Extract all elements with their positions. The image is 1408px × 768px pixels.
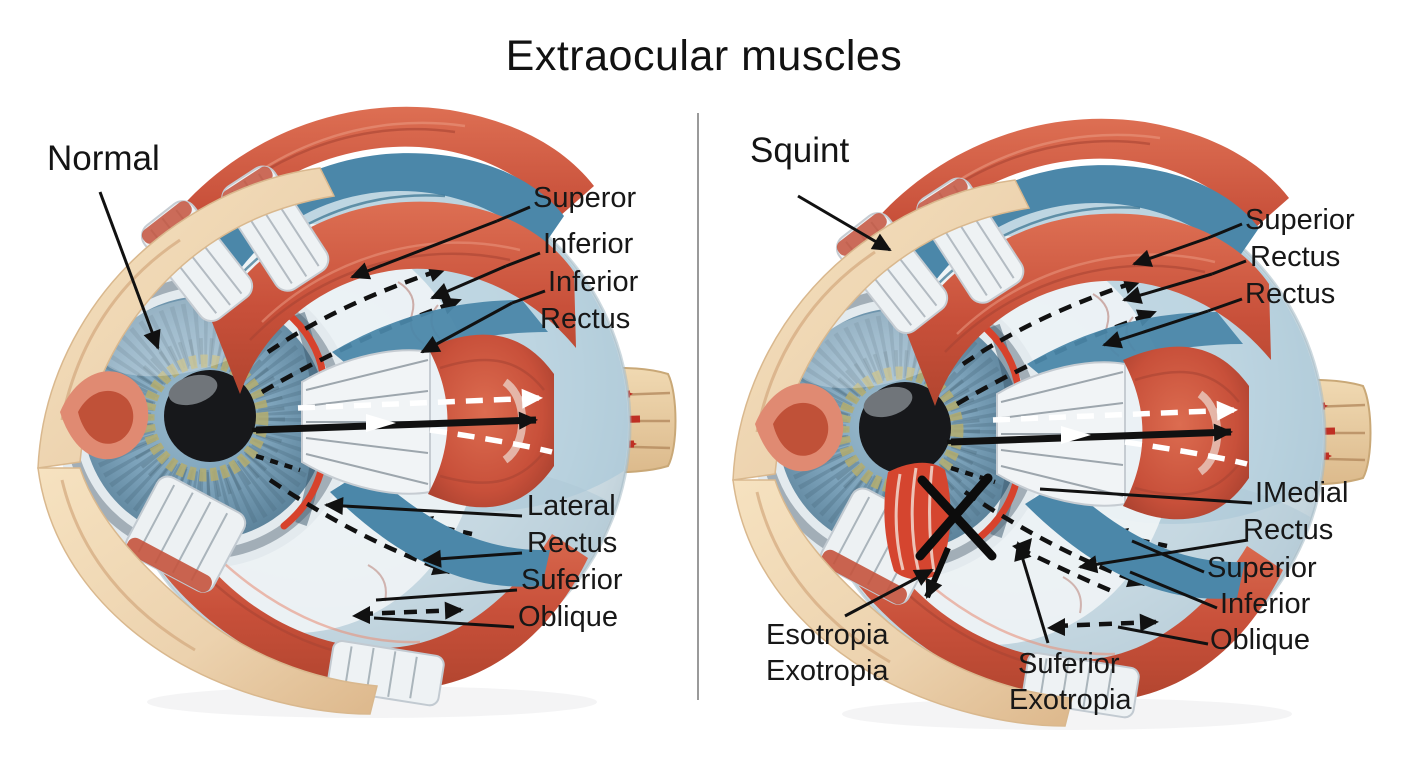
panel-divider: [697, 113, 699, 700]
label-lateral: Lateral: [527, 490, 616, 522]
misaligned-dashed-arrow: [1017, 545, 1115, 595]
label-inferior-2: Inferior: [548, 266, 639, 298]
label-sq-medial: IMedial: [1255, 477, 1349, 509]
label-sq-rectus-2: Rectus: [1245, 278, 1336, 310]
leader-lines-normal: [98, 191, 546, 629]
label-esotropia: Esotropia: [766, 619, 889, 651]
label-sq-inferior: Inferior: [1220, 588, 1311, 620]
page-title: Extraocular muscles: [505, 32, 903, 80]
heading-squint: Squint: [750, 131, 850, 170]
squint-overlay: [884, 462, 1115, 599]
squint-pointer-line: [797, 194, 892, 252]
label-sq-superior: Superior: [1245, 204, 1355, 236]
normal-pointer-line: [98, 191, 161, 350]
heading-normal: Normal: [47, 139, 160, 178]
label-superior-oblique-1: Suferior: [521, 564, 623, 596]
label-sq-superior-2: Superior: [1207, 552, 1317, 584]
label-exotropia: Exotropia: [766, 655, 889, 687]
surgical-cross-mark: [915, 473, 997, 561]
label-suferior-exotropia-2: Exotropia: [1009, 684, 1132, 716]
label-superior-oblique-2: Oblique: [518, 601, 618, 633]
label-sq-rectus-1: Rectus: [1250, 241, 1341, 273]
deviation-down-arrow: [924, 546, 951, 599]
leader-lines-squint: [797, 194, 1253, 646]
label-sq-oblique: Oblique: [1210, 624, 1310, 656]
label-superior-rectus-top: Superor: [533, 182, 637, 214]
label-lateral-rectus: Rectus: [527, 527, 618, 559]
label-inferior-1: Inferior: [543, 228, 634, 260]
label-suferior-exotropia-1: Suferior: [1018, 648, 1120, 680]
label-sq-medial-rectus: Rectus: [1243, 514, 1334, 546]
label-inferior-rectus: Rectus: [540, 303, 631, 335]
